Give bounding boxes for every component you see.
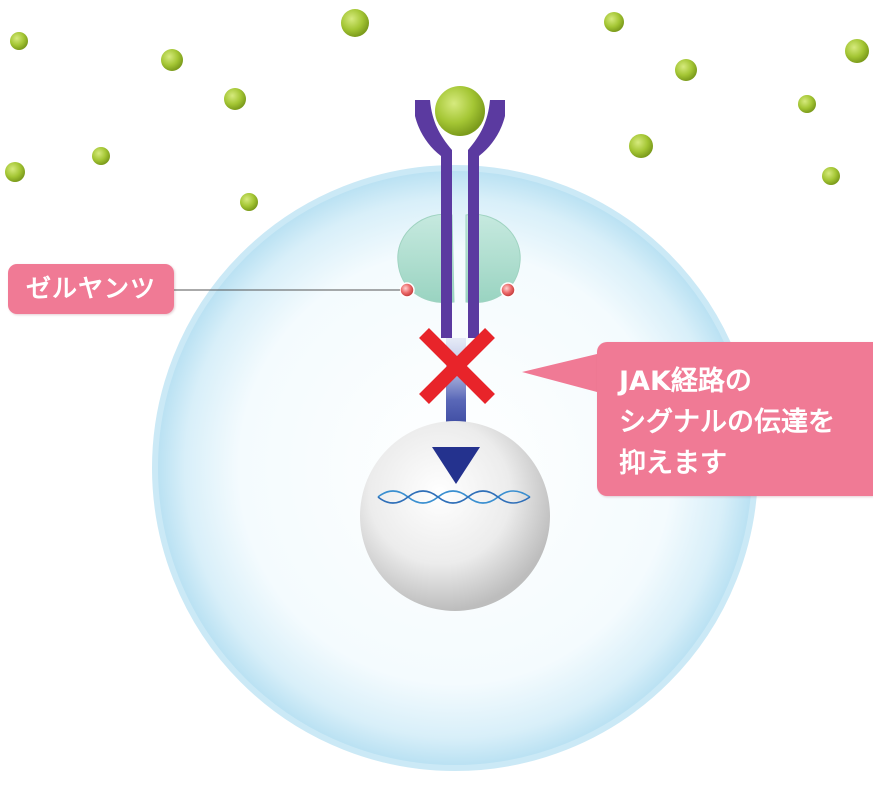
cytokine-molecule	[798, 95, 816, 113]
inhibitor-dot-right	[500, 282, 516, 298]
cytokine-molecule	[10, 32, 28, 50]
nucleus	[360, 421, 550, 611]
callout-line: 抑えます	[619, 448, 727, 479]
cytokine-molecules	[5, 9, 869, 211]
bound-cytokine	[435, 86, 485, 136]
callout-line: JAK経路の	[619, 366, 752, 397]
cytokine-molecule	[341, 9, 369, 37]
signal-arrow-head	[432, 447, 480, 484]
callout-line: シグナルの伝達を	[619, 407, 835, 438]
block-x-icon	[419, 328, 495, 404]
cytokine-molecule	[161, 49, 183, 71]
cytokine-molecule	[92, 147, 110, 165]
cytokine-molecule	[845, 39, 869, 63]
cytokine-molecule	[224, 88, 246, 110]
cytokine-molecule	[604, 12, 624, 32]
dna-strand	[377, 490, 531, 504]
cytokine-molecule	[5, 162, 25, 182]
callout-box: JAK経路の シグナルの伝達を 抑えます	[597, 342, 873, 496]
inhibitor-dot-left	[399, 282, 415, 298]
cytokine-molecule	[240, 193, 258, 211]
callout-pointer	[522, 354, 597, 392]
drug-label: ゼルヤンツ	[8, 264, 174, 314]
cytokine-receptor	[415, 100, 505, 338]
cytokine-molecule	[629, 134, 653, 158]
jak-proteins	[397, 213, 521, 304]
cytokine-molecule	[675, 59, 697, 81]
cytokine-molecule	[822, 167, 840, 185]
